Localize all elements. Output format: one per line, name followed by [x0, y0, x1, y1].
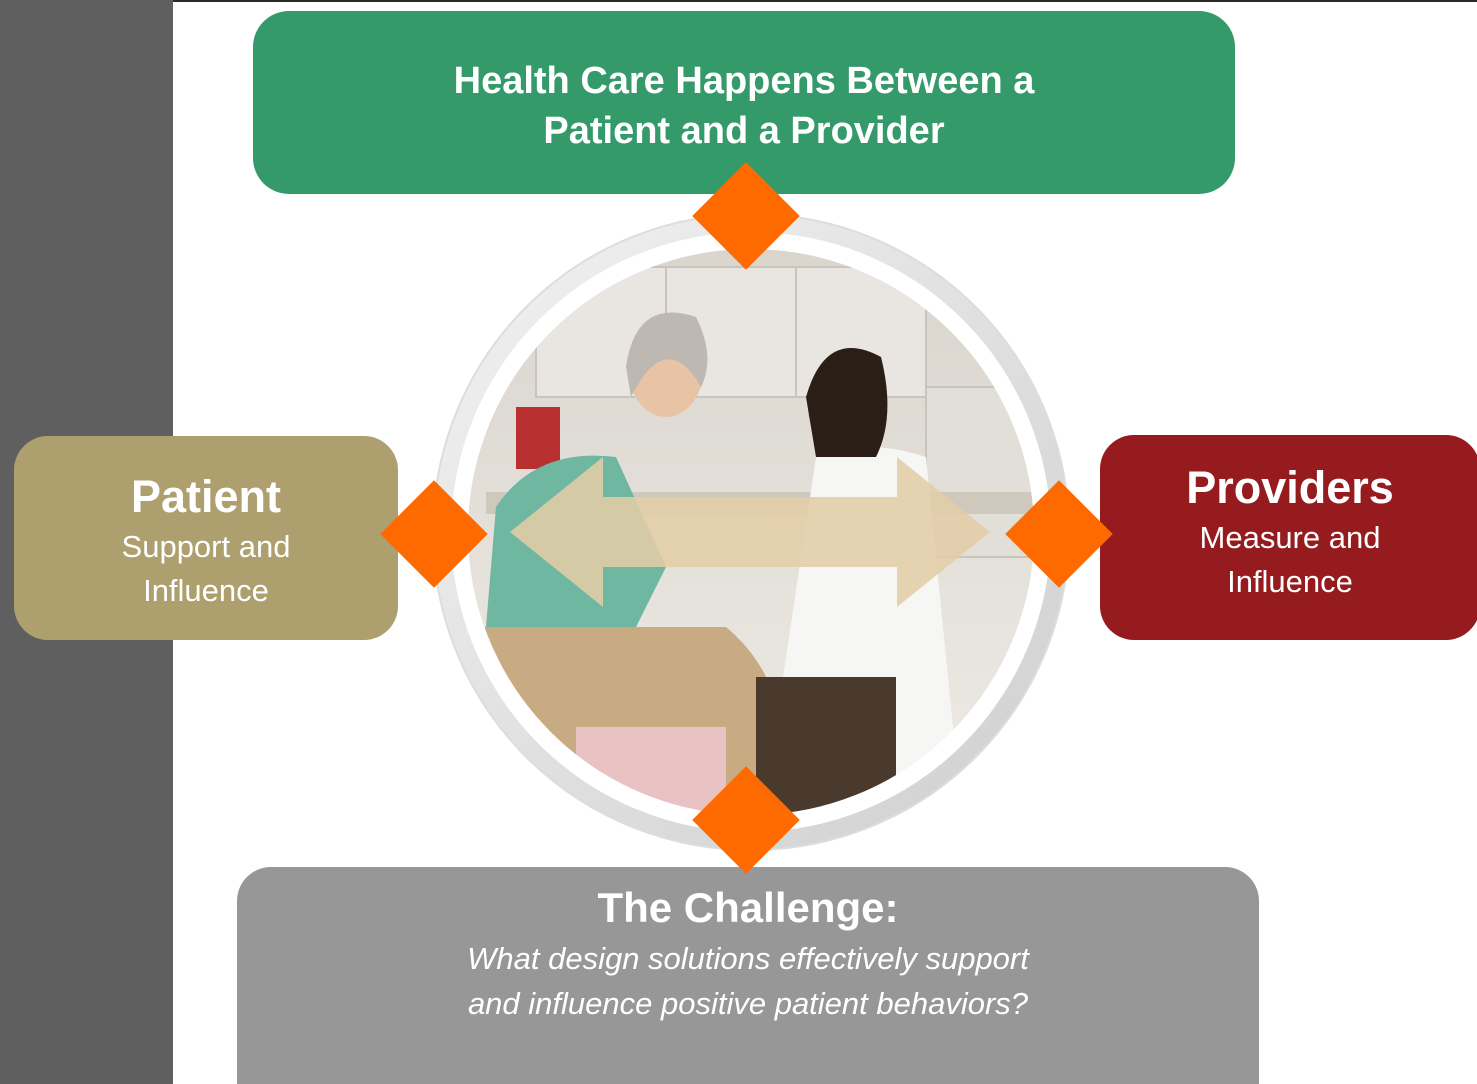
top-rule-line	[173, 0, 1477, 2]
providers-heading: Providers	[1186, 462, 1394, 513]
providers-box: Providers Measure and Influence	[1100, 435, 1477, 640]
bidirectional-arrow-icon	[510, 457, 990, 607]
challenge-question-line-1: What design solutions effectively suppor…	[467, 941, 1029, 976]
top-statement-line-1: Health Care Happens Between a	[453, 60, 1035, 102]
providers-subtext-line-2: Influence	[1227, 564, 1353, 599]
patient-box: Patient Support and Influence	[14, 436, 398, 640]
providers-subtext-line-1: Measure and	[1199, 520, 1381, 555]
consultation-photo-illustration	[432, 213, 1070, 851]
patient-subtext-line-1: Support and	[121, 529, 291, 564]
challenge-question-line-2: and influence positive patient behaviors…	[467, 986, 1029, 1021]
patient-subtext-line-2: Influence	[143, 573, 269, 608]
challenge-heading: The Challenge:	[597, 884, 899, 931]
top-statement-line-2: Patient and a Provider	[543, 110, 945, 152]
patient-heading: Patient	[130, 471, 282, 522]
consultation-photo-circle	[426, 207, 1076, 857]
challenge-box: The Challenge: What design solutions eff…	[237, 867, 1259, 1084]
top-statement-box: Health Care Happens Between a Patient an…	[253, 11, 1235, 194]
